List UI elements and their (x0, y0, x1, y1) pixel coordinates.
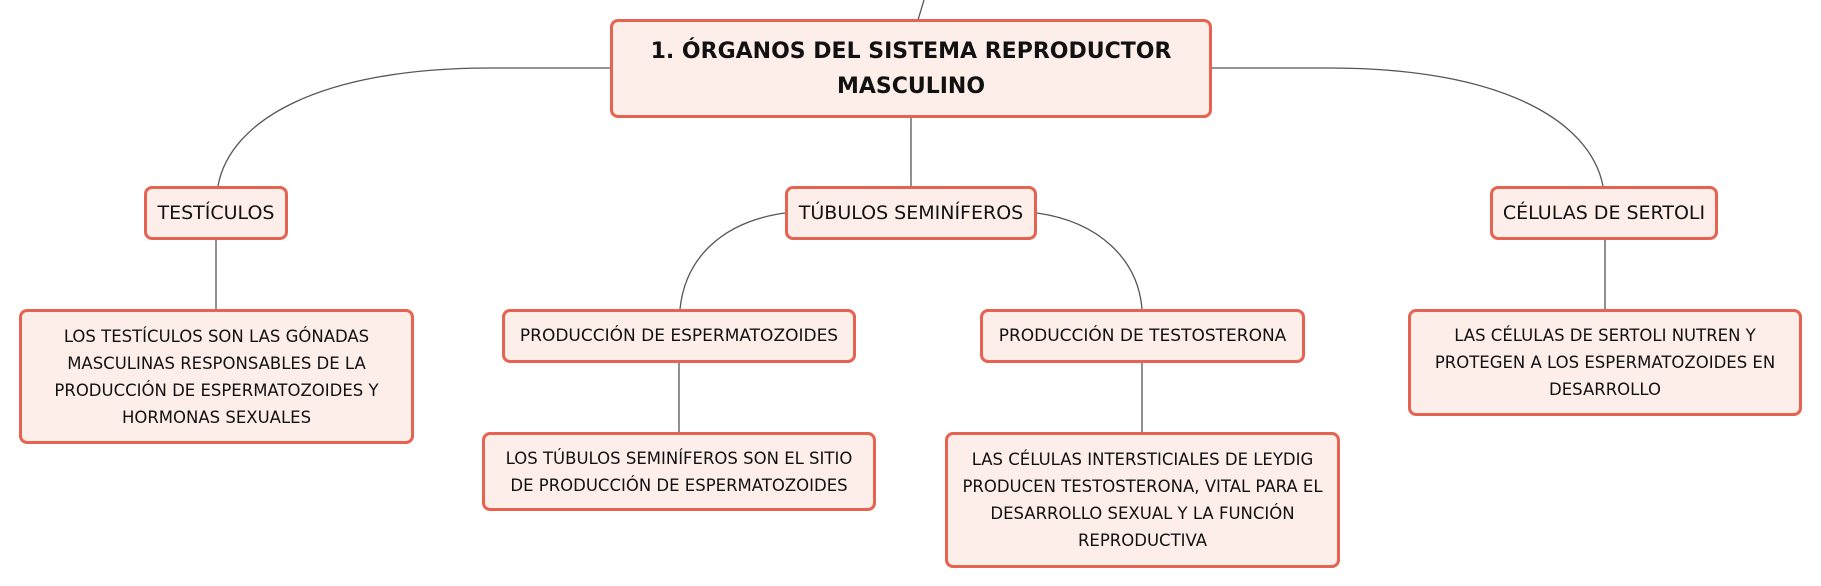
node-espermatozoides-description[interactable]: LOS TÚBULOS SEMINÍFEROS SON EL SITIO DE … (482, 432, 876, 511)
connector-incoming (917, 0, 925, 21)
node-produccion-espermatozoides-label: PRODUCCIÓN DE ESPERMATOZOIDES (519, 326, 839, 346)
node-celulas-sertoli-description[interactable]: LAS CÉLULAS DE SERTOLI NUTREN Y PROTEGEN… (1408, 309, 1802, 416)
root-node-label: 1. ÓRGANOS DEL SISTEMA REPRODUCTOR MASCU… (650, 38, 1172, 99)
node-testosterona-description-text: LAS CÉLULAS INTERSTICIALES DE LEYDIG PRO… (962, 450, 1323, 550)
node-produccion-testosterona[interactable]: PRODUCCIÓN DE TESTOSTERONA (980, 309, 1305, 363)
node-celulas-sertoli-label: CÉLULAS DE SERTOLI (1502, 202, 1706, 224)
root-node[interactable]: 1. ÓRGANOS DEL SISTEMA REPRODUCTOR MASCU… (610, 19, 1212, 118)
node-testiculos[interactable]: TESTÍCULOS (144, 186, 288, 240)
node-testiculos-label: TESTÍCULOS (157, 202, 275, 224)
connector-root-testiculos (217, 67, 610, 187)
node-testiculos-description-text: LOS TESTÍCULOS SON LAS GÓNADAS MASCULINA… (54, 326, 379, 427)
connector-root-sertoli (1212, 67, 1604, 187)
node-testosterona-description[interactable]: LAS CÉLULAS INTERSTICIALES DE LEYDIG PRO… (945, 432, 1340, 568)
node-celulas-sertoli-description-text: LAS CÉLULAS DE SERTOLI NUTREN Y PROTEGEN… (1434, 326, 1776, 399)
node-tubulos-seminiferos[interactable]: TÚBULOS SEMINÍFEROS (785, 186, 1037, 240)
node-produccion-testosterona-label: PRODUCCIÓN DE TESTOSTERONA (998, 326, 1287, 346)
node-celulas-sertoli[interactable]: CÉLULAS DE SERTOLI (1490, 186, 1718, 240)
node-testiculos-description[interactable]: LOS TESTÍCULOS SON LAS GÓNADAS MASCULINA… (19, 309, 414, 444)
node-tubulos-seminiferos-label: TÚBULOS SEMINÍFEROS (798, 202, 1024, 224)
connector-tubulos-espermatozoides (679, 212, 786, 310)
node-produccion-espermatozoides[interactable]: PRODUCCIÓN DE ESPERMATOZOIDES (502, 309, 856, 363)
connector-tubulos-testosterona (1036, 212, 1143, 310)
node-espermatozoides-description-text: LOS TÚBULOS SEMINÍFEROS SON EL SITIO DE … (505, 448, 853, 495)
